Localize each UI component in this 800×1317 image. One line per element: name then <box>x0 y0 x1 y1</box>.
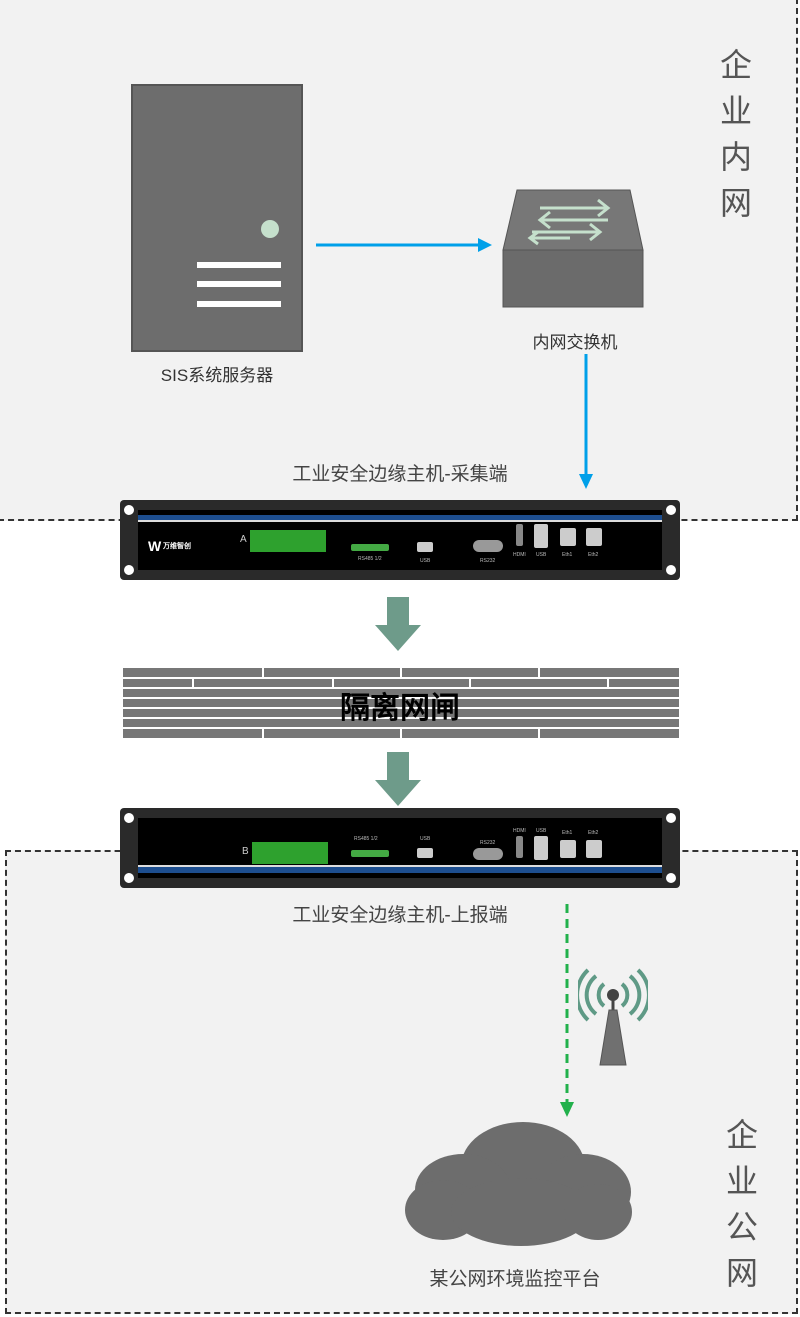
server-to-switch-arrow <box>316 238 492 252</box>
cloud-icon <box>405 1122 632 1246</box>
gatekeeper-icon <box>123 668 679 738</box>
lcd-screen <box>250 530 326 552</box>
port-label: RS232 <box>480 558 496 564</box>
port-label: USB <box>420 558 431 564</box>
collector-device: W 万维智创 A RS485 1/2 USB RS232 HDMI USB Et… <box>120 500 680 580</box>
port-label: HDMI <box>513 552 526 558</box>
down-arrow-icon <box>375 597 421 651</box>
port-label: USB <box>536 552 547 558</box>
hdmi-port <box>516 524 523 546</box>
port-label: RS485 1/2 <box>358 556 382 562</box>
rs232-port <box>473 848 503 860</box>
port-label: Eth2 <box>588 552 599 558</box>
rs485-port <box>351 544 389 551</box>
gatekeeper-label: 隔离网闸 <box>340 692 460 725</box>
eth1-port <box>560 528 576 546</box>
switch-icon <box>502 189 644 308</box>
rs485-port <box>351 850 389 857</box>
reporter-device: B RS485 1/2 USB RS232 HDMI USB Eth1 Eth2 <box>120 808 680 888</box>
port-label: USB <box>536 828 547 834</box>
intranet-zone <box>0 0 798 521</box>
port-label: Eth2 <box>588 830 599 836</box>
public-zone-label: 企业公网 <box>725 1117 758 1291</box>
port-label: Eth1 <box>562 830 573 836</box>
platform-label: 某公网环境监控平台 <box>429 1269 601 1290</box>
public-network-zone <box>5 850 798 1314</box>
port-label: RS485 1/2 <box>354 836 378 842</box>
reporter-to-platform-arrow <box>560 904 574 1117</box>
switch-label: 内网交换机 <box>532 333 618 352</box>
rs232-port <box>473 540 503 552</box>
brand-name: 万维智创 <box>163 543 191 550</box>
collector-label: 工业安全边缘主机-采集端 <box>292 464 508 485</box>
usb-port <box>534 524 548 548</box>
intranet-zone-label: 企业内网 <box>719 47 752 221</box>
reporter-label: 工业安全边缘主机-上报端 <box>292 905 508 926</box>
device-id-label: B <box>242 846 249 857</box>
eth2-port <box>586 840 602 858</box>
port-label: RS232 <box>480 840 496 846</box>
down-arrow-icon <box>375 752 421 806</box>
eth2-port <box>586 528 602 546</box>
server-label: SIS系统服务器 <box>160 366 274 385</box>
usb-port <box>534 836 548 860</box>
switch-to-collector-arrow <box>579 354 593 489</box>
hdmi-port <box>516 836 523 858</box>
wireless-antenna-icon <box>578 968 648 1066</box>
eth1-port <box>560 840 576 858</box>
port-label: Eth1 <box>562 552 573 558</box>
usb-port <box>417 542 433 552</box>
lcd-screen <box>252 842 328 864</box>
device-id-label: A <box>240 534 247 545</box>
brand-logo: W <box>148 538 162 554</box>
port-label: HDMI <box>513 828 526 834</box>
server-icon <box>131 84 303 352</box>
usb-port <box>417 848 433 858</box>
port-label: USB <box>420 836 431 842</box>
